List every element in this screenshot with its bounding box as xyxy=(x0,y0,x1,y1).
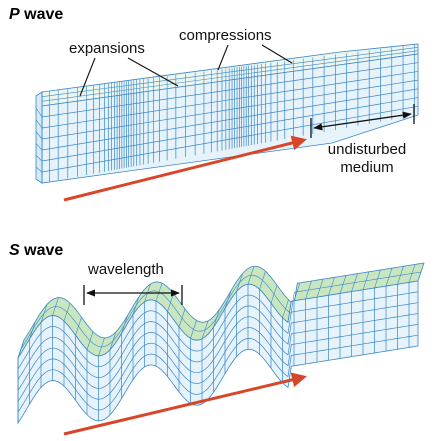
p-wave-leaders xyxy=(79,44,293,97)
s-grid-horizontal-line xyxy=(17,323,419,402)
leader-compressions-right xyxy=(261,44,293,64)
double-headed-arrow-icon xyxy=(313,111,412,131)
p-grid-horizontal-line xyxy=(41,71,419,129)
label-compressions: compressions xyxy=(179,27,272,44)
label-wavelength: wavelength xyxy=(88,261,164,278)
p-grid-top-longitudinal-line xyxy=(41,47,419,97)
p-grid-end-line xyxy=(35,119,43,129)
undisturbed-medium-bracket xyxy=(310,104,415,138)
leader-expansions-right xyxy=(127,57,179,87)
s-wave-title-rest: wave xyxy=(19,242,64,259)
s-wave-title: S wave xyxy=(9,242,63,260)
s-wave-front-face xyxy=(17,280,419,425)
p-grid-end-line xyxy=(35,107,43,118)
p-wave-title: P wave xyxy=(9,6,63,24)
leader-compressions-left xyxy=(217,44,229,71)
label-expansions: expansions xyxy=(69,40,145,57)
p-grid-end-line xyxy=(35,143,43,151)
p-grid-end-line xyxy=(35,131,43,140)
s-grid-horizontal-line xyxy=(17,302,419,380)
red-arrow-icon xyxy=(63,372,307,436)
p-grid-horizontal-line xyxy=(41,79,419,140)
s-grid-top-longitudinal-line xyxy=(20,271,422,350)
p-wave-title-rest: wave xyxy=(19,6,64,23)
label-undisturbed-medium: undisturbed medium xyxy=(313,141,421,177)
p-grid-horizontal-line xyxy=(41,88,419,151)
s-wave-title-letter: S xyxy=(9,242,20,259)
p-grid-horizontal-line xyxy=(41,62,419,118)
s-grid-horizontal-line xyxy=(17,291,419,369)
s-grid-horizontal-line xyxy=(17,313,419,391)
p-grid-top-longitudinal-line xyxy=(41,50,419,102)
s-grid-horizontal-line xyxy=(17,334,419,413)
label-undisturbed-line2: medium xyxy=(340,159,394,176)
s-wave-grid xyxy=(17,264,422,423)
s-wave-block xyxy=(17,262,425,425)
red-arrow-icon xyxy=(63,135,307,202)
wavelength-bracket xyxy=(83,285,183,305)
p-grid-end-line xyxy=(35,166,43,173)
label-undisturbed-line1: undisturbed xyxy=(327,141,407,158)
p-wave-title-letter: P xyxy=(9,6,20,23)
p-wave-block xyxy=(35,43,419,184)
leader-expansions-left xyxy=(79,57,96,97)
p-grid-horizontal-line xyxy=(41,97,419,162)
p-grid-end-line xyxy=(35,155,43,162)
